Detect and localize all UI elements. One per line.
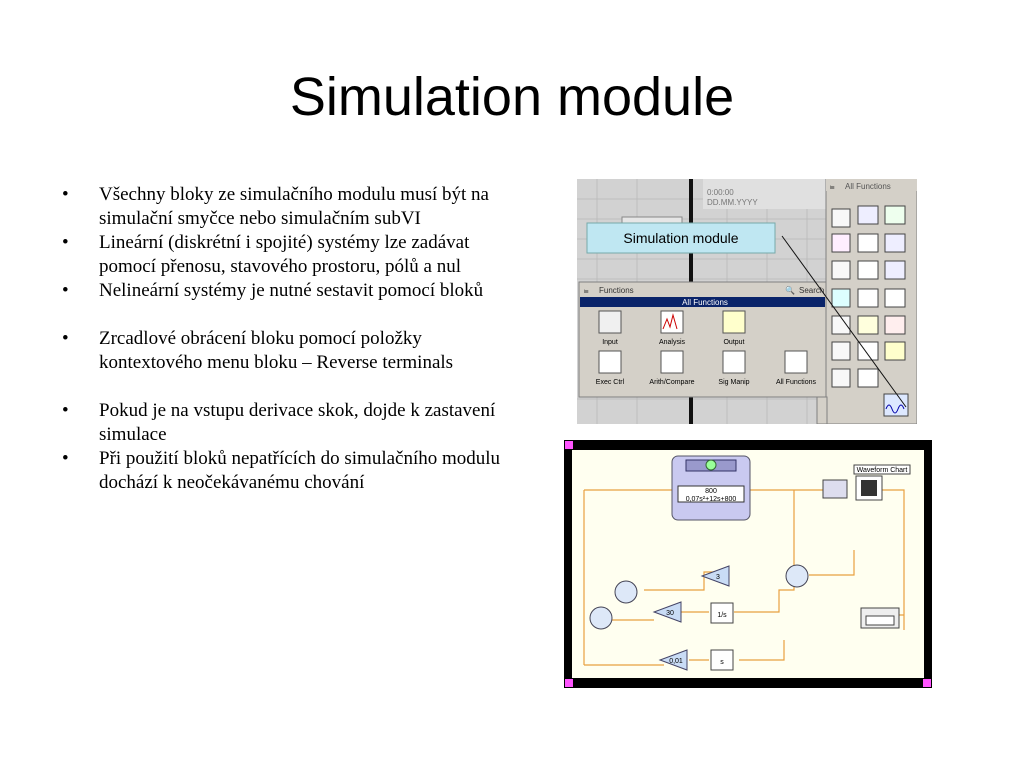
slide-title: Simulation module	[289, 67, 735, 127]
callout-label: Simulation module	[623, 230, 738, 246]
transfer-function-denominator: 0,07s²+12s+800	[686, 496, 737, 503]
search-label[interactable]: Search	[799, 286, 824, 295]
block-diagram-screenshot: 800 0,07s²+12s+800 Waveform Chart 3 30 0…	[564, 440, 932, 688]
functions-header: All Functions	[682, 298, 728, 307]
analysis-palette-icon[interactable]	[660, 310, 684, 334]
date-format-text: DD.MM.YYYY	[707, 198, 758, 207]
palette-item-label[interactable]: Input	[602, 339, 618, 346]
pin-icon[interactable]: ⫢	[584, 286, 589, 295]
exec-ctrl-palette-icon[interactable]	[598, 350, 622, 374]
waveform-chart-terminal[interactable]	[822, 479, 848, 499]
input-palette-icon[interactable]	[598, 310, 622, 334]
arith-compare-palette-icon[interactable]	[660, 350, 684, 374]
integrator-block[interactable]	[710, 649, 734, 671]
bullet-item: Pokud je na vstupu derivace skok, dojde …	[62, 399, 502, 447]
transfer-function-numerator: 800	[705, 488, 717, 495]
functions-palette-title: Functions	[599, 286, 634, 295]
summation-node[interactable]	[785, 564, 809, 588]
palette-item-label[interactable]: Exec Ctrl	[596, 379, 625, 386]
palette-item-label[interactable]: Arith/Compare	[649, 379, 694, 386]
integrator-a-label: 1/s	[717, 612, 727, 619]
palette-item-label[interactable]: Output	[723, 339, 744, 346]
gain-b-label: 30	[666, 610, 674, 617]
bullet-list: Všechny bloky ze simulačního modulu musí…	[62, 183, 502, 495]
sig-manip-palette-icon[interactable]	[722, 350, 746, 374]
waveform-chart-label: Waveform Chart	[857, 467, 908, 474]
palette-item-label[interactable]: Analysis	[659, 339, 686, 346]
timestamp-text: 0:00:00	[707, 188, 734, 197]
pin-icon[interactable]: ⫢	[830, 182, 835, 191]
gain-block[interactable]	[658, 649, 688, 671]
gain-block[interactable]	[700, 565, 730, 587]
top-palette-title: All Functions	[845, 182, 891, 191]
palette-icon-grid	[831, 205, 909, 417]
integrator-b-label: s	[720, 659, 724, 666]
palette-item-label[interactable]: Sig Manip	[718, 379, 749, 386]
output-palette-icon[interactable]	[722, 310, 746, 334]
bullet-item: Nelineární systémy je nutné sestavit pom…	[62, 279, 502, 303]
integrator-block[interactable]	[710, 602, 734, 624]
all-functions-palette-icon[interactable]	[784, 350, 808, 374]
gain-block[interactable]	[652, 601, 682, 623]
palette-item-label[interactable]: All Functions	[776, 379, 817, 386]
bullet-item: Lineární (diskrétní i spojité) systémy l…	[62, 231, 502, 279]
functions-palette-screenshot: 0:00:00 DD.MM.YYYY All Functions ⫢ ⫢ Fun…	[577, 179, 917, 424]
gain-c-label: 0,01	[669, 658, 683, 665]
bullet-item: Při použití bloků nepatřících do simulač…	[62, 447, 502, 495]
simulation-module-callout	[586, 222, 776, 254]
summation-node[interactable]	[614, 580, 638, 604]
search-icon[interactable]: 🔍	[785, 285, 795, 295]
bullet-item: Zrcadlové obrácení bloku pomocí položky …	[62, 327, 502, 375]
summation-node[interactable]	[589, 606, 613, 630]
bullet-item: Všechny bloky ze simulačního modulu musí…	[62, 183, 502, 231]
gain-a-label: 3	[716, 574, 720, 581]
